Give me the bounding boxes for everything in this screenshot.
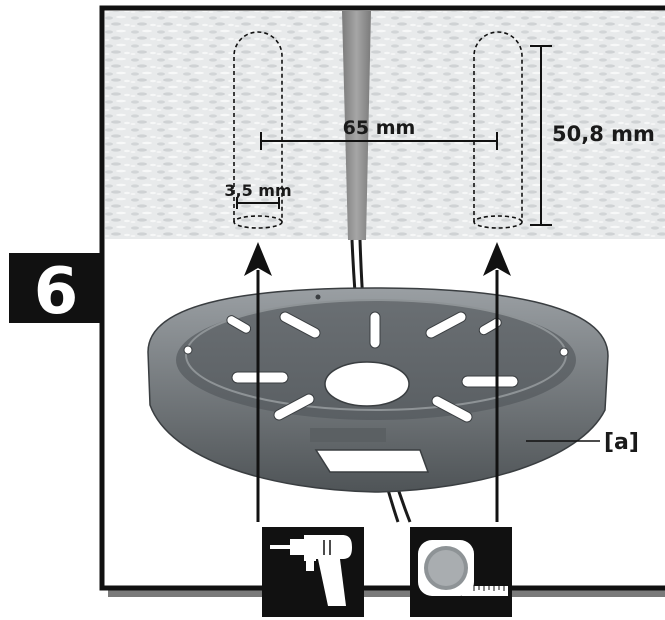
mounting-plate	[147, 287, 609, 493]
dimension-line-diameter	[236, 197, 280, 209]
drill-hole-left	[233, 31, 283, 229]
hole-spacing-label: 65 mm	[343, 117, 416, 139]
ceiling-texture	[105, 11, 665, 239]
cable	[342, 11, 371, 240]
drill-icon	[262, 527, 364, 617]
drill-hole-right	[473, 31, 523, 229]
step-number: 6	[34, 255, 79, 329]
dimension-line-depth	[530, 45, 552, 226]
arrow-left	[244, 242, 272, 522]
hole-depth-label: 50,8 mm	[552, 122, 655, 146]
dimension-line-spacing	[260, 132, 498, 150]
hole-diameter-label: 3,5 mm	[224, 181, 291, 200]
arrow-right	[483, 242, 511, 522]
step-badge	[9, 253, 104, 323]
tape-measure-icon	[410, 527, 512, 617]
part-label: [a]	[604, 430, 639, 455]
